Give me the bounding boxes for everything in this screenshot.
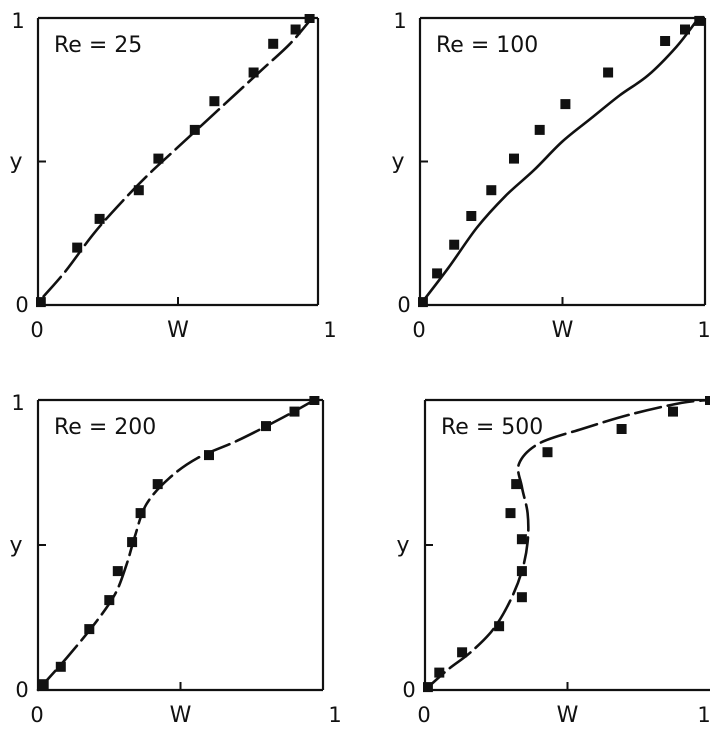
x-axis-label: W: [170, 703, 192, 728]
plot-area: [36, 396, 320, 692]
data-point-marker: [423, 682, 433, 693]
series-curve: [418, 19, 698, 307]
y-axis-label: y: [391, 150, 404, 175]
x-tick-label: 1: [323, 318, 336, 342]
data-point-marker: [290, 24, 301, 35]
chart-title: Re = 100: [436, 33, 538, 58]
data-point-marker: [516, 592, 527, 603]
data-point-marker: [94, 213, 105, 224]
series-curve: [42, 19, 311, 298]
data-point-marker: [668, 406, 678, 417]
data-point-marker: [434, 667, 445, 678]
data-point-marker: [248, 67, 259, 78]
data-point-marker: [135, 508, 146, 519]
y-tick-label: 1: [11, 9, 24, 33]
x-axis-label: W: [167, 318, 189, 343]
y-tick-label: 0: [15, 678, 28, 702]
data-point-marker: [104, 595, 115, 606]
data-point-marker: [680, 24, 690, 35]
data-point-marker: [418, 297, 428, 308]
data-point-marker: [204, 450, 214, 461]
x-axis-label: W: [552, 318, 574, 343]
y-axis-label: y: [9, 533, 22, 558]
y-tick-label: 0: [15, 293, 28, 317]
data-point-marker: [616, 424, 627, 434]
data-point-marker: [36, 297, 46, 308]
x-tick-label: 1: [328, 703, 341, 727]
data-point-marker: [261, 421, 271, 432]
data-point-marker: [84, 624, 95, 635]
data-point-marker: [449, 239, 460, 250]
data-point-marker: [55, 661, 66, 672]
y-tick-label: 0: [402, 678, 415, 702]
data-point-marker: [127, 537, 138, 548]
x-tick-label: 0: [30, 318, 43, 342]
data-point-marker: [309, 396, 320, 405]
data-point-marker: [457, 647, 468, 658]
y-tick-label: 0: [397, 293, 410, 317]
data-point-marker: [209, 96, 220, 107]
data-point-marker: [72, 242, 83, 253]
chart-title: Re = 500: [441, 415, 543, 440]
data-point-marker: [152, 479, 163, 490]
data-point-marker: [534, 124, 545, 135]
series-curve: [423, 398, 710, 692]
data-point-marker: [660, 36, 671, 46]
x-tick-label: 0: [412, 318, 425, 342]
data-point-marker: [494, 621, 505, 632]
y-axis-label: y: [396, 533, 409, 558]
data-point-marker: [432, 268, 443, 279]
data-point-marker: [516, 534, 527, 545]
plot-area: [418, 15, 705, 308]
data-point-marker: [511, 479, 522, 490]
data-point-marker: [268, 38, 279, 49]
data-point-marker: [694, 15, 705, 26]
y-tick-label: 1: [11, 391, 24, 415]
x-tick-label: 0: [30, 703, 43, 727]
data-point-marker: [603, 67, 614, 78]
plot-area: [423, 396, 710, 693]
y-axis-label: y: [9, 150, 22, 175]
data-point-marker: [38, 679, 49, 690]
data-point-marker: [466, 211, 477, 221]
data-point-marker: [133, 185, 144, 196]
data-point-marker: [289, 406, 300, 417]
x-tick-label: 1: [697, 318, 710, 342]
plot-area: [36, 14, 315, 308]
data-point-marker: [560, 99, 571, 110]
y-tick-label: 1: [393, 9, 406, 33]
x-axis-label: W: [557, 703, 579, 728]
data-point-marker: [112, 566, 123, 577]
data-point-marker: [516, 566, 527, 577]
data-point-marker: [189, 124, 200, 135]
chart-panel-4: 0 1 W 0 y Re = 500: [396, 396, 710, 728]
chart-title: Re = 25: [54, 33, 142, 58]
x-tick-label: 1: [697, 703, 710, 727]
data-point-marker: [542, 447, 553, 458]
x-tick-label: 0: [417, 703, 430, 727]
data-point-marker: [153, 153, 164, 164]
data-point-marker: [505, 508, 516, 519]
data-point-marker: [509, 153, 519, 164]
data-point-marker: [486, 185, 497, 196]
data-point-marker: [304, 14, 315, 23]
data-point-marker: [705, 396, 710, 405]
chart-title: Re = 200: [54, 415, 156, 440]
